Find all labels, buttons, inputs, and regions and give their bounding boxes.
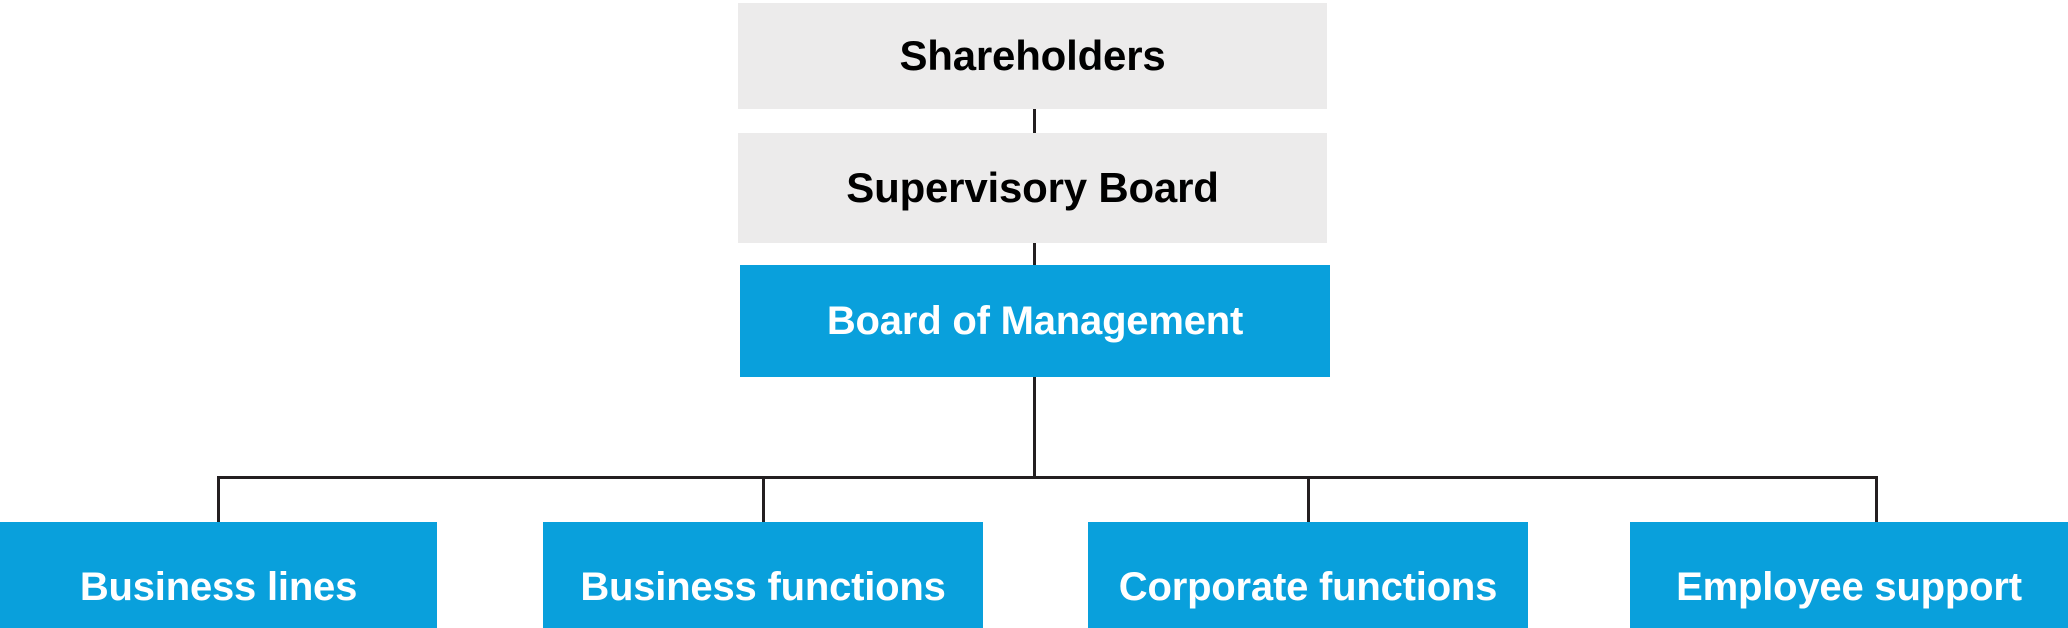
connector-drop-business-functions bbox=[762, 476, 765, 524]
node-board-of-management: Board of Management bbox=[740, 265, 1330, 377]
node-business-lines-label: Business lines bbox=[79, 565, 358, 609]
node-supervisory-board-label: Supervisory Board bbox=[846, 163, 1219, 211]
connector-board-of-management-to-bus bbox=[1033, 377, 1036, 478]
connector-drop-employee-support bbox=[1875, 476, 1878, 524]
node-business-functions: Business functions bbox=[543, 522, 983, 628]
connector-drop-business-lines bbox=[217, 476, 220, 524]
connector-drop-corporate-functions bbox=[1307, 476, 1310, 524]
connector-shareholders-to-supervisory-board bbox=[1033, 109, 1036, 133]
node-board-of-management-label: Board of Management bbox=[826, 299, 1244, 343]
node-business-lines: Business lines bbox=[0, 522, 437, 628]
node-corporate-functions: Corporate functions bbox=[1088, 522, 1528, 628]
connector-horizontal-bus bbox=[218, 476, 1878, 479]
connector-supervisory-board-to-board-of-management bbox=[1033, 243, 1036, 265]
node-shareholders-label: Shareholders bbox=[899, 31, 1166, 79]
node-business-functions-label: Business functions bbox=[580, 565, 946, 609]
node-supervisory-board: Supervisory Board bbox=[738, 133, 1327, 243]
node-employee-support-label: Employee support bbox=[1676, 565, 2022, 609]
node-employee-support: Employee support bbox=[1630, 522, 2068, 628]
node-shareholders: Shareholders bbox=[738, 3, 1327, 109]
node-corporate-functions-label: Corporate functions bbox=[1118, 565, 1498, 609]
